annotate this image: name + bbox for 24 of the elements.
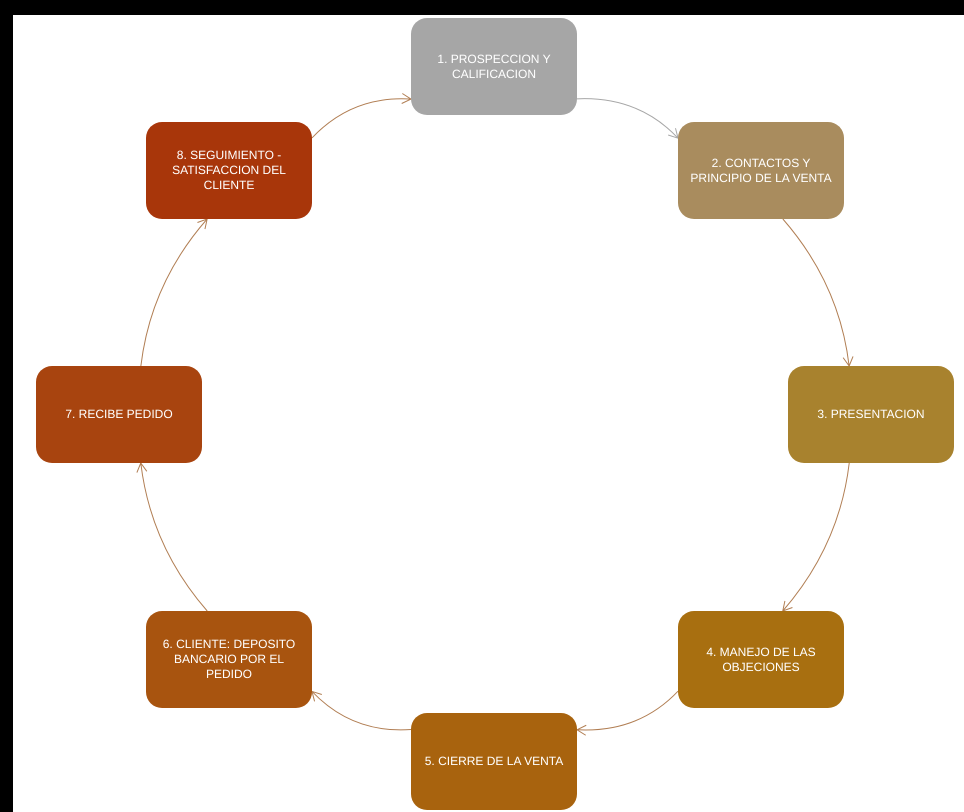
step-label: 1. PROSPECCION Y CALIFICACION	[436, 52, 552, 82]
process-box	[36, 366, 202, 463]
process-box	[788, 366, 954, 463]
arrow	[576, 98, 678, 139]
arrow	[140, 218, 208, 366]
step-label: 8. SEGUIMIENTO - SATISFACCION DEL CLIENTE	[171, 148, 287, 193]
step-label: 4. MANEJO DE LAS OBJECIONES	[705, 644, 817, 674]
arrow	[312, 93, 412, 138]
step-label: 7. RECIBE PEDIDO	[65, 407, 173, 422]
arrow	[576, 690, 678, 736]
arrow	[782, 218, 854, 366]
process-box	[411, 713, 577, 810]
process-box	[146, 122, 312, 219]
process-box	[146, 611, 312, 708]
process-box	[411, 18, 577, 115]
step-label: 6. CLIENTE: DEPOSITO BANCARIO POR EL PEDIDO	[162, 637, 296, 682]
step-label: 3. PRESENTACION	[817, 407, 925, 422]
process-box	[678, 122, 844, 219]
step-label: 5. CIERRE DE LA VENTA	[424, 754, 564, 769]
arrow	[136, 462, 208, 612]
arrow	[782, 462, 850, 612]
arrow	[312, 690, 412, 730]
step-label: 2. CONTACTOS Y PRINCIPIO DE LA VENTA	[690, 156, 832, 186]
process-box	[678, 611, 844, 708]
